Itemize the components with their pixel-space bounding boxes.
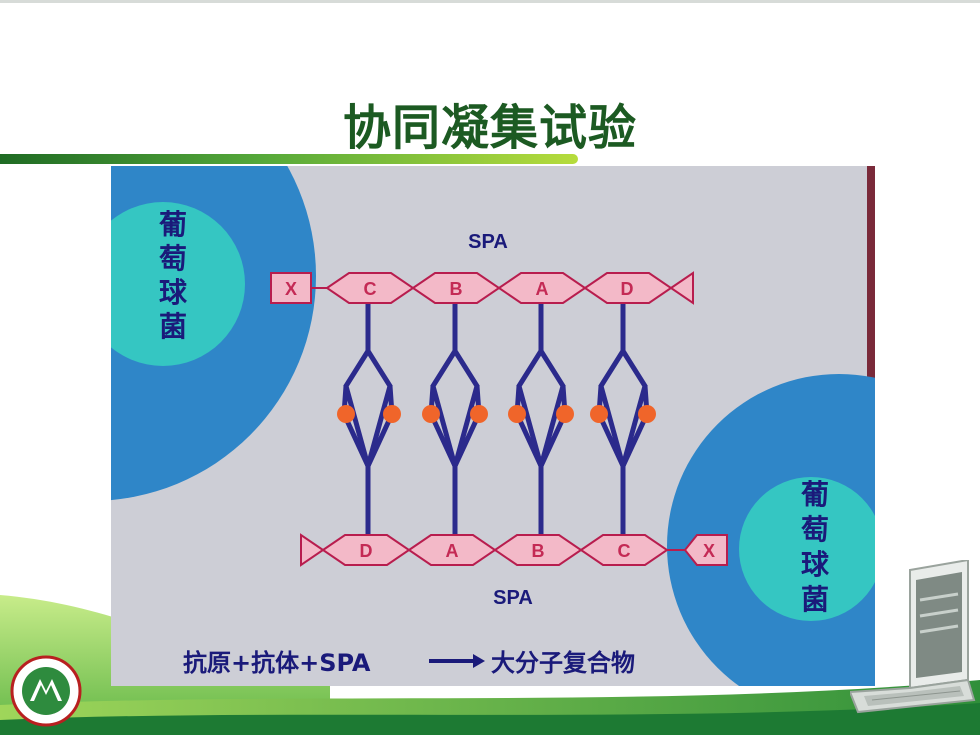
- binding-dot: [508, 405, 526, 423]
- bacterium-right: 葡 萄 球 菌: [667, 374, 875, 686]
- svg-text:B: B: [532, 541, 545, 561]
- slide-title: 协同凝集试验: [342, 100, 637, 156]
- spa-top-chain: X C B A D: [270, 271, 694, 305]
- bacterium-right-char: 葡: [801, 478, 829, 511]
- spa-domain: A: [497, 272, 587, 304]
- svg-text:C: C: [618, 541, 631, 561]
- spa-top-label: SPA: [468, 231, 508, 253]
- bacterium-left: 葡 萄 球 菌: [111, 166, 316, 501]
- svg-text:D: D: [621, 279, 634, 299]
- title-underline: [0, 154, 578, 164]
- binding-dot: [337, 405, 355, 423]
- caption-result: 大分子复合物: [491, 649, 635, 677]
- svg-text:D: D: [360, 541, 373, 561]
- bacterium-left-char: 葡: [159, 208, 187, 241]
- coagglutination-diagram: 葡 萄 球 菌 葡 萄 球 菌 SPA SPA: [111, 166, 875, 686]
- spa-bottom-chain: D A B C X: [300, 533, 728, 567]
- spa-tail: [300, 533, 325, 567]
- bacterium-right-char: 球: [801, 548, 830, 581]
- svg-text:C: C: [364, 279, 377, 299]
- binding-dot: [470, 405, 488, 423]
- svg-text:B: B: [450, 279, 463, 299]
- spa-bottom-label: SPA: [493, 587, 533, 609]
- bacterium-left-char: 菌: [159, 310, 187, 343]
- arrow-head-icon: [473, 654, 485, 668]
- svg-text:X: X: [703, 541, 715, 561]
- antibody: [596, 304, 650, 534]
- spa-domain: C: [325, 272, 415, 304]
- binding-sites: [337, 405, 656, 423]
- reaction-caption: 抗原+抗体+SPA 大分子复合物: [183, 649, 635, 677]
- bacterium-right-char: 菌: [801, 583, 829, 616]
- laptop-decoration: [850, 560, 976, 714]
- bacterium-left-char: 球: [159, 276, 188, 309]
- binding-dot: [383, 405, 401, 423]
- svg-text:A: A: [536, 279, 549, 299]
- binding-dot: [590, 405, 608, 423]
- top-border-line: [0, 0, 980, 3]
- caption-reactants: 抗原+抗体+SPA: [183, 649, 371, 677]
- binding-dot: [638, 405, 656, 423]
- binding-dot: [556, 405, 574, 423]
- spa-domain-x: X: [683, 534, 728, 566]
- bacterium-left-char: 萄: [159, 242, 187, 275]
- spa-domain-x: X: [270, 272, 312, 304]
- svg-text:A: A: [446, 541, 459, 561]
- bacterium-right-char: 萄: [801, 513, 829, 546]
- spa-tail: [669, 271, 694, 305]
- svg-text:X: X: [285, 279, 297, 299]
- binding-dot: [422, 405, 440, 423]
- university-logo: [10, 655, 82, 727]
- antibody: [428, 304, 482, 534]
